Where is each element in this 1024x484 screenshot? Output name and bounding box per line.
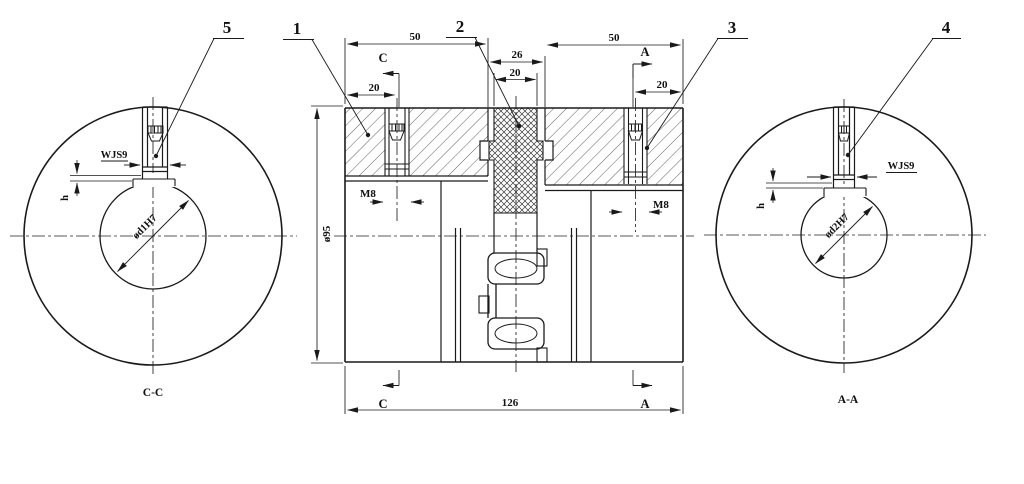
left-keyway-width-dim — [101, 160, 186, 168]
dim-spacer — [493, 73, 538, 106]
coupling-body-outline — [344, 107, 684, 363]
center-view-centerlines — [334, 96, 694, 372]
left-bore-dim — [117, 200, 189, 272]
dim-od — [311, 105, 343, 364]
thread-right-label: M8 — [653, 199, 669, 211]
balloon-2-label: 2 — [456, 17, 465, 36]
balloon-callouts: 5 1 2 3 4 — [153, 17, 961, 159]
cut-marker-bottom-left — [382, 370, 400, 389]
right-setscrew-boss — [832, 106, 856, 188]
left-keyway-width-label: WJS9 — [101, 150, 128, 161]
balloon-3-label: 3 — [728, 18, 737, 37]
left-view-centerlines — [10, 97, 297, 377]
right-keyway-depth-label: h — [756, 203, 767, 209]
center-slider-jaws — [478, 248, 548, 363]
balloon-4: 4 — [845, 18, 961, 158]
cut-marker-top-left — [382, 70, 400, 107]
balloon-1: 1 — [283, 19, 371, 138]
dim-hub-right-label: 50 — [609, 32, 621, 44]
left-section-view: WJS9 h ød1H7 C-C — [10, 97, 297, 399]
cut-bottom-left-label: C — [378, 397, 387, 411]
dim-spacer-label: 20 — [510, 67, 522, 79]
hub-faces — [479, 108, 554, 185]
cut-top-right-label: A — [640, 45, 649, 59]
left-view-label: C-C — [143, 387, 163, 399]
dim-hub-left — [344, 38, 489, 107]
dim-od-label: ø95 — [321, 225, 333, 242]
dim-hub-right — [547, 39, 684, 104]
right-bore-dim — [815, 206, 873, 264]
cut-marker-top-right — [632, 61, 653, 78]
balloon-3: 3 — [644, 18, 748, 151]
right-view-centerlines — [704, 99, 986, 373]
left-hub-hatch — [345, 108, 488, 176]
left-hub-set-screw — [388, 123, 405, 141]
right-hub-hatch — [545, 108, 683, 185]
thread-left-label: M8 — [360, 188, 376, 200]
right-view-label: A-A — [838, 394, 859, 406]
balloon-1-label: 1 — [293, 19, 302, 38]
dim-mid-gap — [490, 56, 546, 107]
left-bore-label: ød1H7 — [131, 213, 160, 242]
right-set-screw — [837, 125, 851, 142]
left-screw-channel — [384, 108, 410, 176]
cut-top-left-label: C — [378, 51, 387, 65]
left-set-screw — [147, 125, 164, 142]
balloon-5: 5 — [153, 18, 244, 159]
balloon-5-label: 5 — [223, 18, 232, 37]
center-section-view: 50 26 20 20 50 20 — [311, 31, 694, 414]
left-keyway-depth-label: h — [60, 195, 71, 201]
dim-overall-label: 126 — [502, 397, 519, 409]
cut-bottom-right-label: A — [640, 397, 649, 411]
right-keyway-depth-dim — [766, 168, 832, 203]
right-section-view: WJS9 h ød2H7 A-A — [704, 99, 986, 406]
cut-marker-bottom-right — [632, 370, 653, 389]
left-keyway-depth-dim — [70, 160, 141, 196]
bore-lines — [345, 175, 683, 192]
dim-overall — [344, 366, 684, 414]
left-setscrew-boss — [141, 106, 169, 179]
right-keyway-notch — [823, 187, 867, 197]
balloon-4-label: 4 — [942, 18, 951, 37]
balloon-2: 2 — [446, 17, 522, 129]
dim-mid-gap-label: 26 — [512, 49, 524, 61]
right-keyway-width-label: WJS9 — [888, 161, 915, 172]
dim-screw-right-label: 20 — [657, 79, 669, 91]
right-keyway-width-dim — [807, 172, 917, 180]
dim-hub-left-label: 50 — [410, 31, 422, 43]
dim-screw-left-label: 20 — [369, 82, 381, 94]
right-bore-label: ød2H7 — [823, 212, 852, 241]
jaw-slot-lines — [440, 181, 592, 362]
